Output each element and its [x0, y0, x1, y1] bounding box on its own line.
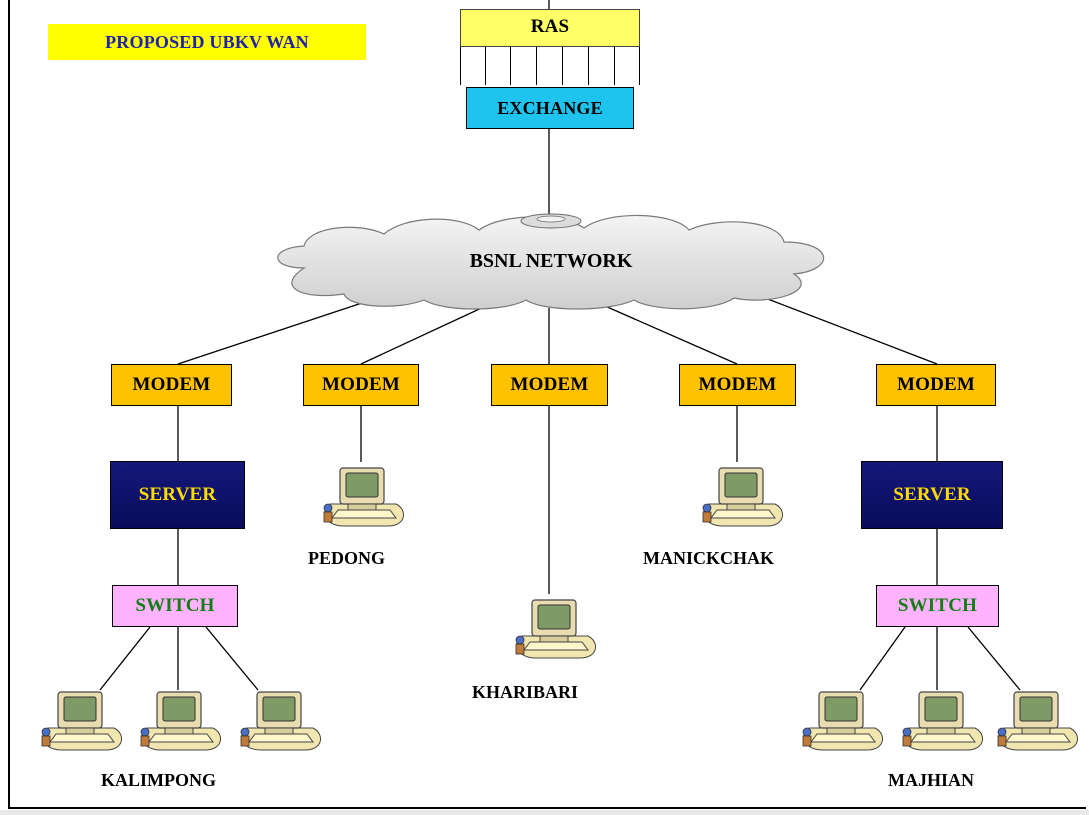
ras-port	[588, 47, 589, 85]
bsnl-network-label: BSNL NETWORK	[469, 250, 633, 272]
computer-workstation-icon	[233, 684, 325, 756]
computer-workstation-icon	[133, 684, 225, 756]
modem-manickchak: MODEM	[679, 364, 796, 406]
modem-pedong: MODEM	[303, 364, 419, 406]
diagram-title: PROPOSED UBKV WAN	[48, 24, 366, 60]
cloud-modem-majhian-line	[759, 295, 938, 365]
bottom-strip	[0, 810, 1089, 815]
site-label-pedong: PEDONG	[308, 548, 386, 568]
modem-kharibari: MODEM	[491, 364, 608, 406]
network-cloud-icon	[277, 213, 825, 310]
site-label-kalimpong: KALIMPONG	[101, 770, 216, 790]
switch-majhian: SWITCH	[876, 585, 999, 627]
modem-kalimpong: MODEM	[111, 364, 232, 406]
computer-workstation-icon	[316, 460, 408, 532]
server-majhian: SERVER	[861, 461, 1003, 529]
site-label-manickchak: MANICKCHAK	[643, 548, 774, 568]
diagram-frame	[8, 0, 1086, 809]
ras-port	[536, 47, 537, 85]
computer-workstation-icon	[895, 684, 987, 756]
computer-workstation-icon	[695, 460, 787, 532]
exchange-box: EXCHANGE	[466, 87, 634, 129]
switch-kalimpong: SWITCH	[112, 585, 238, 627]
cloud-modem-manickchak-line	[604, 305, 738, 365]
ras-box: RAS	[460, 9, 640, 47]
cloud-modem-pedong-line	[360, 304, 489, 365]
cloud-modem-kalimpong-line	[177, 296, 381, 365]
ras-port	[614, 47, 615, 85]
ras-port	[639, 47, 640, 85]
ras-port	[562, 47, 563, 85]
modem-majhian: MODEM	[876, 364, 996, 406]
computer-workstation-icon	[34, 684, 126, 756]
computer-workstation-icon	[508, 592, 600, 664]
ras-port	[510, 47, 511, 85]
switch-pc-line	[967, 626, 1021, 691]
computer-workstation-icon	[990, 684, 1082, 756]
site-label-kharibari: KHARIBARI	[472, 682, 579, 702]
computer-workstation-icon	[795, 684, 887, 756]
switch-pc-line	[859, 626, 906, 691]
site-label-majhian: MAJHIAN	[888, 770, 974, 790]
ras-port	[485, 47, 486, 85]
switch-pc-line	[99, 626, 151, 691]
switch-pc-line	[205, 626, 259, 691]
ras-port	[460, 47, 461, 85]
server-kalimpong: SERVER	[110, 461, 245, 529]
